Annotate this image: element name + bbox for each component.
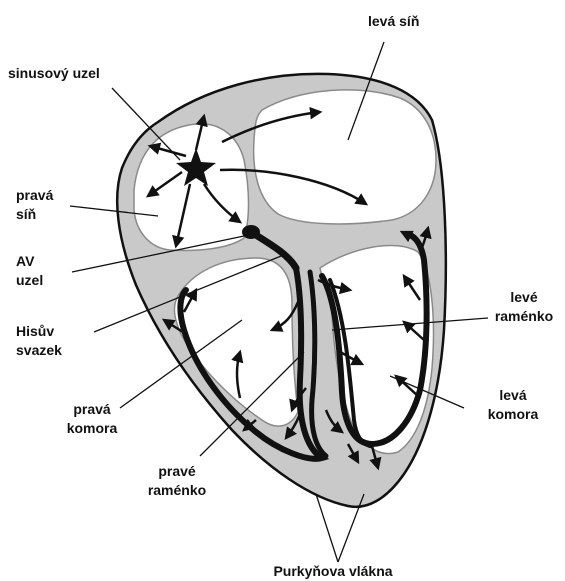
label-right-ventricle: pravá komora <box>52 400 132 438</box>
label-right-branch-line2: raménko <box>140 481 214 500</box>
label-right-atrium-line1: pravá <box>16 186 53 205</box>
label-right-ventricle-line1: pravá <box>52 400 132 419</box>
label-left-branch-line1: levé <box>488 288 560 307</box>
label-left-atrium: levá síň <box>368 12 419 31</box>
label-av-node-line2: uzel <box>16 271 43 290</box>
label-left-branch: levé raménko <box>488 288 560 326</box>
label-right-atrium-line2: síň <box>16 205 53 224</box>
label-right-branch: pravé raménko <box>140 462 214 500</box>
label-left-ventricle-line2: komora <box>478 405 548 424</box>
label-right-branch-line1: pravé <box>140 462 214 481</box>
label-av-node-line1: AV <box>16 252 43 271</box>
leader-purkinje-1 <box>316 494 338 562</box>
label-right-atrium: pravá síň <box>16 186 53 224</box>
left-atrium-cavity <box>254 90 436 224</box>
label-purkinje-fibers: Purkyňova vlákna <box>258 562 408 581</box>
label-sinus-node: sinusový uzel <box>8 64 100 83</box>
label-right-ventricle-line2: komora <box>52 419 132 438</box>
right-ventricle-cavity <box>175 258 298 426</box>
label-left-ventricle: levá komora <box>478 386 548 424</box>
label-av-node: AV uzel <box>16 252 43 290</box>
label-his-bundle-line2: svazek <box>16 341 62 360</box>
label-his-bundle-line1: Hisův <box>16 322 62 341</box>
label-left-branch-line2: raménko <box>488 307 560 326</box>
label-left-ventricle-line1: levá <box>478 386 548 405</box>
label-his-bundle: Hisův svazek <box>16 322 62 360</box>
